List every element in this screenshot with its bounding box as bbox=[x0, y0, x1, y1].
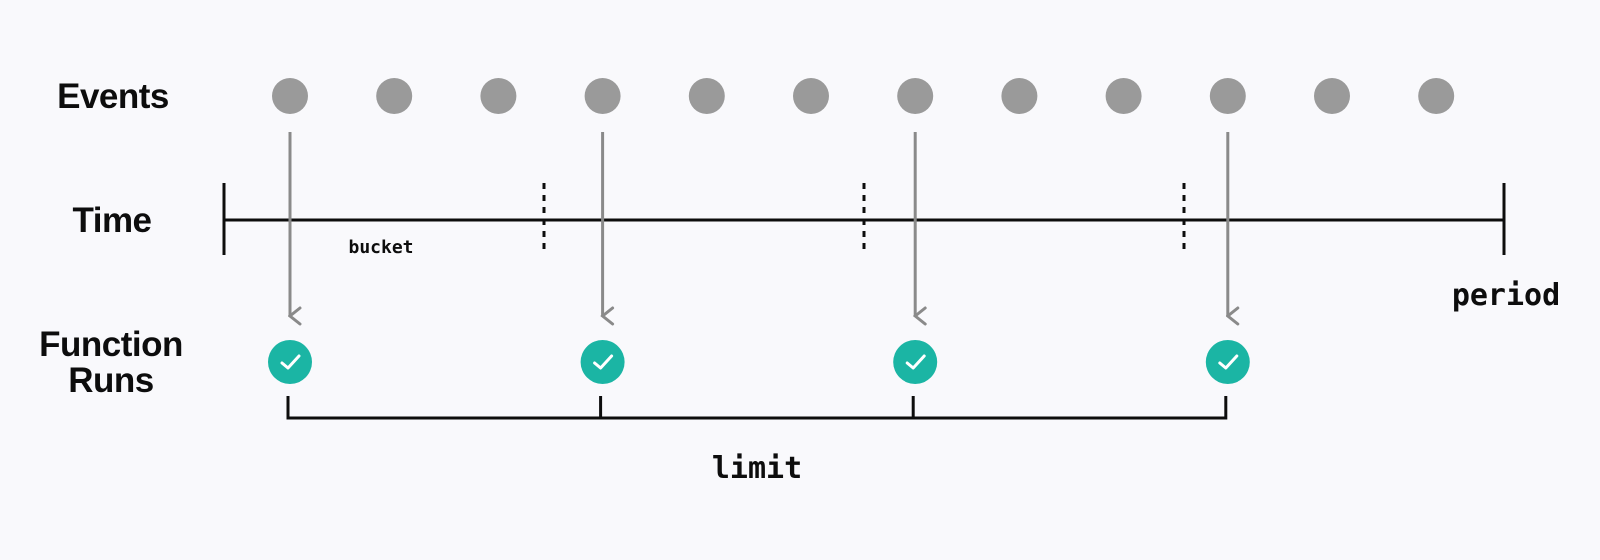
period-label: period bbox=[1452, 278, 1560, 313]
trigger-arrows bbox=[290, 132, 1228, 316]
limit-bracket bbox=[286, 396, 1228, 420]
check-circle-icon bbox=[580, 340, 625, 384]
event-dot bbox=[688, 78, 725, 114]
event-dot bbox=[1418, 78, 1455, 114]
events-row bbox=[272, 78, 1455, 114]
events-row-label: Events bbox=[57, 77, 169, 116]
bucket-label: bucket bbox=[348, 237, 413, 258]
check-circle-icon bbox=[268, 340, 312, 384]
check-icon bbox=[593, 354, 614, 370]
event-dot bbox=[1209, 78, 1246, 114]
timeline bbox=[222, 183, 1506, 255]
function-runs-label-line1: Function bbox=[39, 325, 183, 364]
event-dot bbox=[793, 78, 829, 114]
function-run bbox=[580, 340, 625, 384]
limit-label: limit bbox=[712, 451, 802, 486]
function-run bbox=[893, 340, 938, 384]
event-dot bbox=[376, 78, 413, 114]
event-dot bbox=[1314, 78, 1350, 114]
check-icon bbox=[905, 354, 926, 370]
function-run bbox=[268, 340, 312, 384]
check-icon bbox=[1218, 354, 1239, 370]
function-run bbox=[1205, 340, 1250, 384]
function-runs-row bbox=[268, 340, 1250, 384]
check-circle-icon bbox=[1205, 340, 1250, 384]
event-dot bbox=[1001, 78, 1038, 114]
event-dot bbox=[897, 78, 934, 114]
event-dot bbox=[480, 78, 517, 114]
check-icon bbox=[280, 354, 301, 370]
event-dot bbox=[584, 78, 621, 114]
check-circle-icon bbox=[893, 340, 938, 384]
time-row-label: Time bbox=[72, 201, 151, 240]
event-dot bbox=[272, 78, 308, 114]
function-runs-label-line2: Runs bbox=[68, 361, 154, 400]
event-dot bbox=[1105, 78, 1142, 114]
